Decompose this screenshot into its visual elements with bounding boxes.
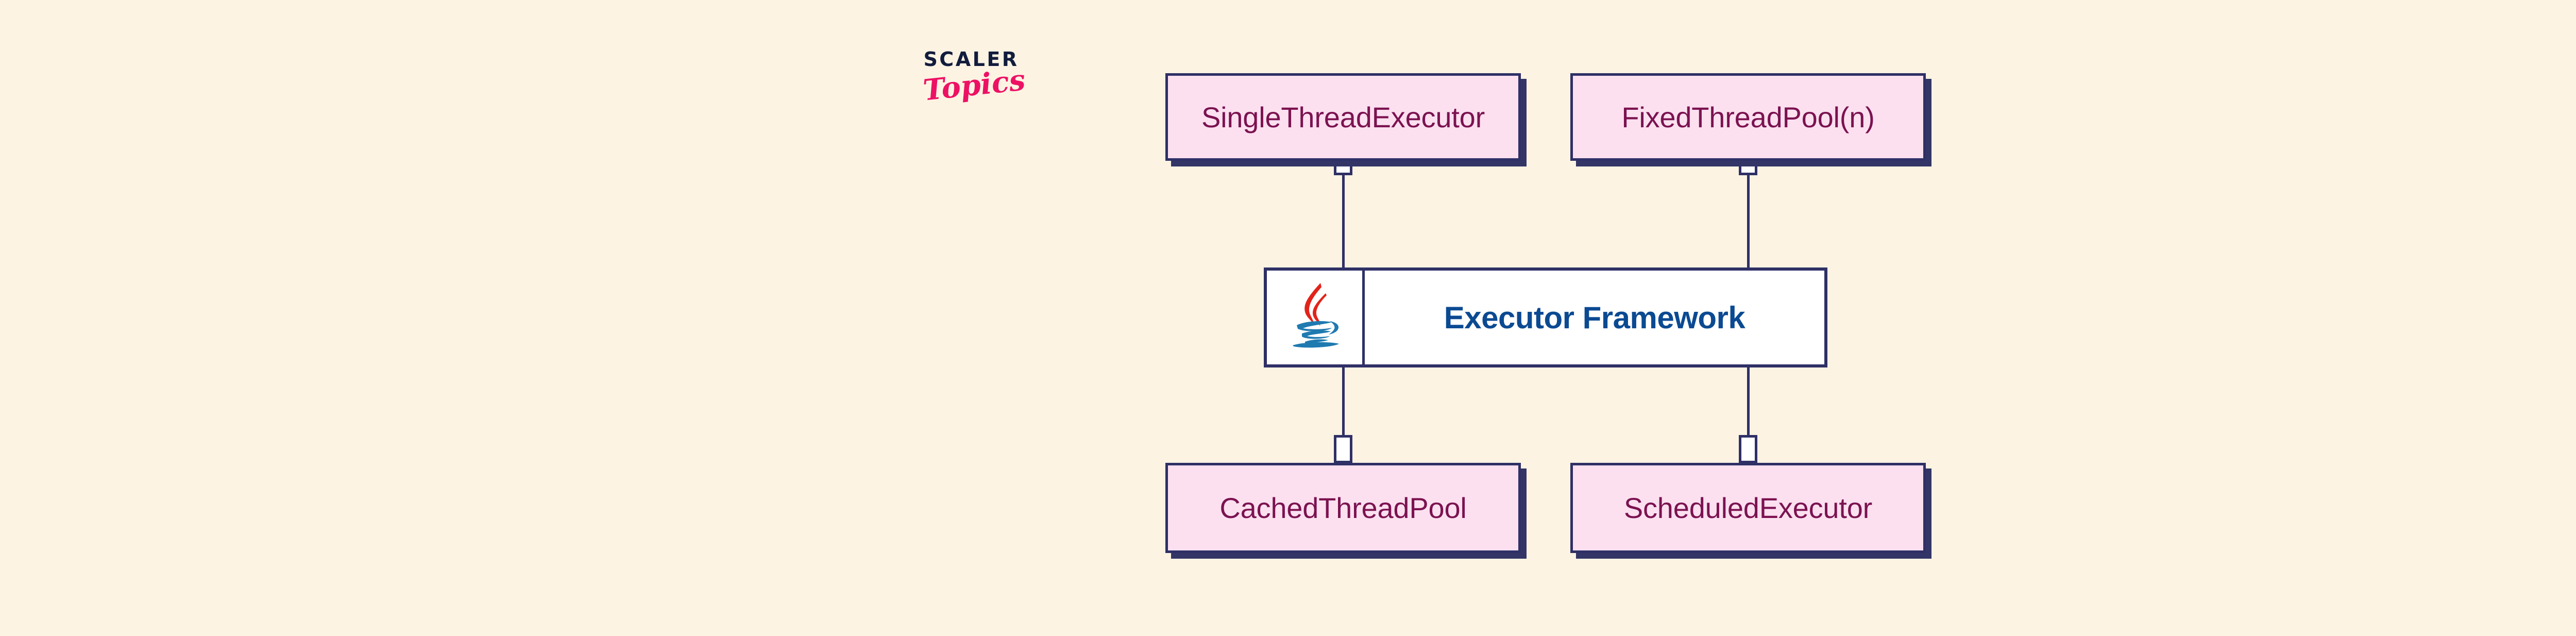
node-label: CachedThreadPool [1219,492,1467,524]
logo-scaler-text: SCALER [923,48,1019,71]
node-cached-thread-pool[interactable]: CachedThreadPool [1165,463,1521,553]
connector-line-fixed-thread-pool [1747,174,1750,269]
node-scheduled-executor[interactable]: ScheduledExecutor [1570,463,1926,553]
connector-stub-cached-thread-pool [1334,435,1352,463]
node-executor-framework[interactable]: Executor Framework [1264,267,1827,367]
node-fixed-thread-pool[interactable]: FixedThreadPool(n) [1570,73,1926,161]
connector-stub-scheduled-executor [1739,435,1757,463]
node-label: FixedThreadPool(n) [1621,101,1875,133]
connector-line-scheduled-executor [1747,367,1750,437]
node-label: ScheduledExecutor [1623,492,1873,524]
connector-line-single-thread-executor [1342,174,1345,269]
executor-framework-title-cell: Executor Framework [1365,271,1824,364]
connector-line-cached-thread-pool [1342,367,1345,437]
node-single-thread-executor[interactable]: SingleThreadExecutor [1165,73,1521,161]
node-label: SingleThreadExecutor [1201,101,1485,133]
java-logo-icon [1284,278,1345,358]
scaler-topics-logo: SCALER Topics [894,49,1048,122]
java-logo-cell [1267,271,1365,364]
logo-topics-text: Topics [921,63,1027,108]
executor-framework-title: Executor Framework [1444,300,1745,335]
